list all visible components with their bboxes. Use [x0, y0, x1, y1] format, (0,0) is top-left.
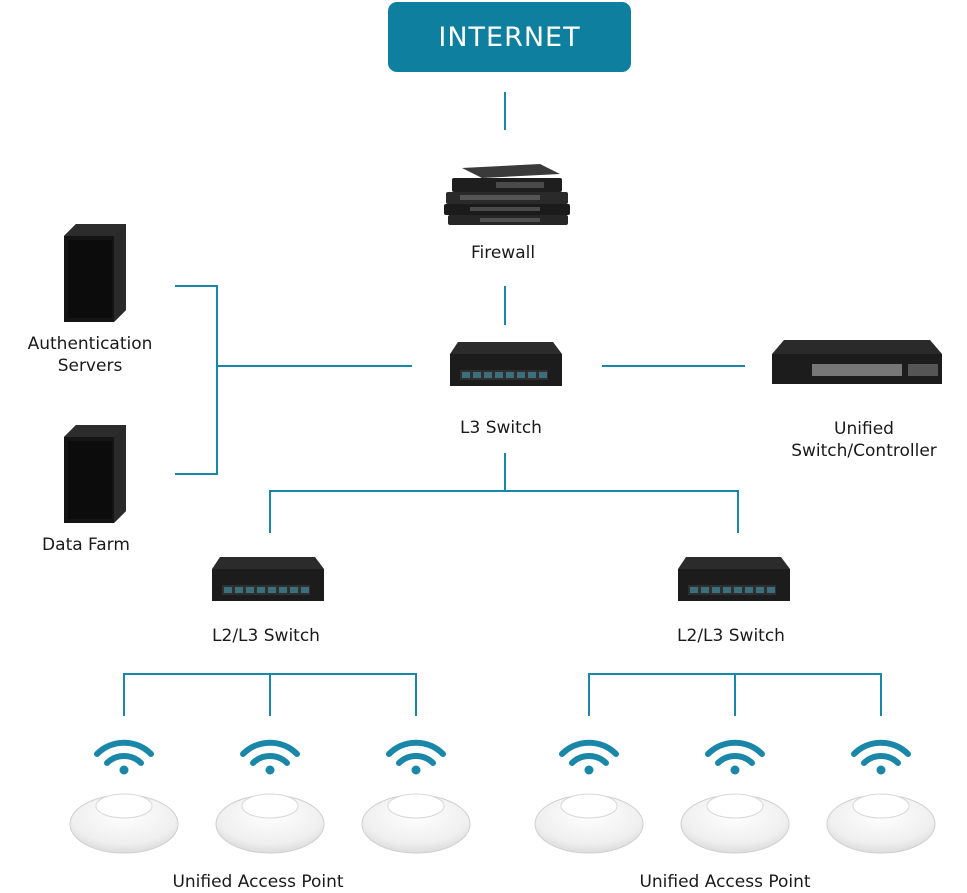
uap-left-label: Unified Access Point [172, 872, 344, 892]
line-l3-to-l2 [269, 490, 739, 533]
uap-right-label: Unified Access Point [639, 872, 811, 892]
data-farm-icon [64, 425, 126, 523]
access-point-5 [680, 739, 790, 854]
firewall-label: Firewall [470, 243, 536, 263]
data-farm-label: Data Farm [42, 535, 130, 555]
access-point-6 [826, 739, 936, 854]
controller-switch-icon [772, 340, 942, 384]
auth-servers-label: Authentication Servers [28, 333, 153, 377]
l2-switch-left-icon [212, 557, 324, 601]
controller-label: Unified Switch/Controller [791, 418, 937, 462]
wifi-icon [559, 739, 619, 766]
internet-label: INTERNET [438, 21, 581, 53]
auth-servers-label-line1: Authentication [27, 334, 153, 354]
access-point-4 [534, 739, 644, 854]
controller-label-line1: Unified [834, 419, 894, 439]
l3-switch-label: L3 Switch [460, 418, 542, 438]
access-point-2 [215, 739, 325, 854]
firewall-icon [444, 164, 570, 225]
access-point-1 [69, 739, 179, 854]
controller-label-line2: Switch/Controller [791, 441, 937, 461]
access-point-3 [361, 739, 471, 854]
line-servers-bracket [175, 285, 218, 475]
auth-servers-label-line2: Servers [57, 356, 123, 376]
auth-server-icon [64, 224, 126, 322]
l2-switch-left-label: L2/L3 Switch [212, 626, 320, 646]
l3-switch-icon [450, 342, 562, 386]
wifi-icon [240, 739, 300, 766]
wifi-icon [386, 739, 446, 766]
wifi-icon [94, 739, 154, 766]
l2-switch-right-label: L2/L3 Switch [677, 626, 785, 646]
l2-switch-right-icon [678, 557, 790, 601]
wifi-icon [851, 739, 911, 766]
internet-node: INTERNET [388, 2, 631, 72]
access-points [69, 739, 936, 854]
wifi-icon [705, 739, 765, 766]
